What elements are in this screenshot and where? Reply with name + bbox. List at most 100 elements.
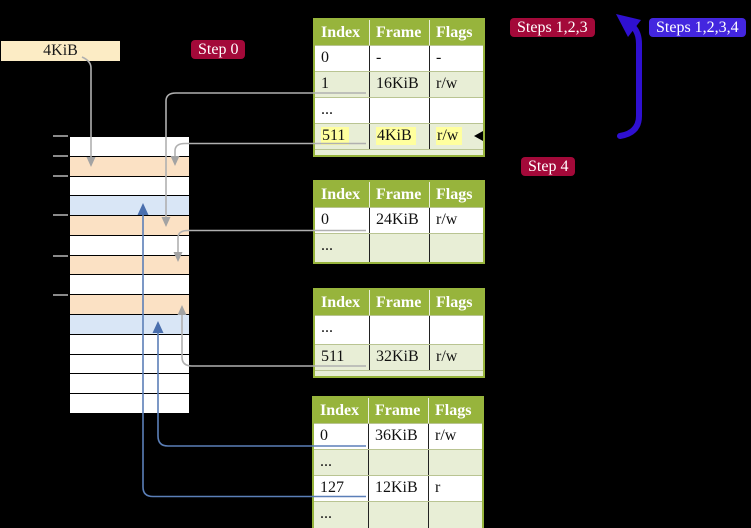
cell-index: ... xyxy=(315,316,370,344)
cell-frame xyxy=(369,502,429,528)
cell-flags xyxy=(429,502,482,528)
cell-flags: r/w xyxy=(436,348,458,365)
cell-flags: - xyxy=(436,49,442,66)
table-row: 511 32KiB r/w xyxy=(315,344,483,370)
cell-index: 0 xyxy=(315,46,370,71)
memory-tick xyxy=(53,135,68,137)
memory-frame-row-white xyxy=(70,176,189,197)
highlight: 511 xyxy=(321,127,350,145)
memory-frame-row-peach xyxy=(70,255,189,276)
col-header-flags: Flags xyxy=(436,24,473,41)
memory-frame-row-peach xyxy=(70,295,189,316)
cell-flags xyxy=(430,316,483,344)
memory-frame-row-white xyxy=(70,334,189,355)
cell-index: 127 xyxy=(314,476,369,501)
memory-frame-row-blue xyxy=(70,315,189,335)
cell-frame: 12KiB xyxy=(369,476,429,501)
cell-frame: 4KiB xyxy=(370,124,430,149)
cell-frame: 36KiB xyxy=(369,424,429,449)
table-header-row: Index Frame Flags xyxy=(315,290,483,315)
page-table-3: Index Frame Flags ... 511 32KiB r/w xyxy=(313,288,485,378)
cell-index: 1 xyxy=(315,72,370,97)
memory-frame-row-white xyxy=(70,394,189,413)
table-header-row: Index Frame Flags xyxy=(315,20,483,45)
memory-frame-row-white xyxy=(70,137,189,157)
page-table-1: Index Frame Flags 0 - - 1 16KiB r/w ... … xyxy=(313,18,485,157)
table-row: 1 16KiB r/w xyxy=(315,71,483,97)
cell-index: 511 xyxy=(315,345,370,370)
cell-frame xyxy=(370,234,430,262)
cell-flags: r/w xyxy=(435,427,457,444)
memory-frame-row-peach xyxy=(70,156,189,177)
frame-size-label: 4KiB xyxy=(1,41,120,61)
col-header-index: Index xyxy=(315,182,370,207)
col-header-flags: Flags xyxy=(436,294,473,311)
table-row: ... xyxy=(315,97,483,123)
page-table-4: Index Frame Flags 0 36KiB r/w ... 127 12… xyxy=(312,396,484,528)
memory-tick xyxy=(53,294,68,296)
badge-step-0: Step 0 xyxy=(191,40,246,59)
cell-index: ... xyxy=(314,450,369,475)
col-header-frame: Frame xyxy=(370,20,430,45)
cell-frame xyxy=(370,98,430,123)
table-row-highlighted: 511 4KiB r/w xyxy=(315,123,483,149)
table-header-row: Index Frame Flags xyxy=(315,182,483,207)
cell-frame xyxy=(370,316,430,344)
cell-flags xyxy=(429,450,482,475)
col-header-index: Index xyxy=(315,290,370,315)
cell-index: ... xyxy=(315,98,370,123)
badge-steps-1-2-3-4: Steps 1,2,3,4 xyxy=(649,18,746,37)
page-table-2: Index Frame Flags 0 24KiB r/w ... xyxy=(313,180,485,264)
arrowhead-up-left-icon xyxy=(616,14,641,37)
cell-index: ... xyxy=(315,234,370,262)
cell-frame: - xyxy=(370,46,430,71)
memory-frame-row-peach xyxy=(70,216,189,236)
table-header-row: Index Frame Flags xyxy=(314,398,482,423)
col-header-frame: Frame xyxy=(370,182,430,207)
table-row: ... xyxy=(314,501,482,528)
table-row: 0 36KiB r/w xyxy=(314,423,482,449)
cell-index: 511 xyxy=(315,124,370,149)
cell-frame: 32KiB xyxy=(370,345,430,370)
table-row: ... xyxy=(315,233,483,262)
highlight: r/w xyxy=(436,127,463,145)
cell-flags xyxy=(430,98,483,123)
table-row: ... xyxy=(315,315,483,344)
table-row: 127 12KiB r xyxy=(314,475,482,501)
cell-flags: r/w xyxy=(436,75,458,92)
cell-frame: 24KiB xyxy=(370,208,430,233)
memory-frame-row-white xyxy=(70,275,189,296)
highlight: 4KiB xyxy=(376,127,416,145)
col-header-index: Index xyxy=(314,398,369,423)
memory-frame-row-white xyxy=(70,354,189,375)
table-clipped-row xyxy=(315,149,483,155)
cell-flags: r/w xyxy=(436,211,458,228)
badge-steps-1-2-3: Steps 1,2,3 xyxy=(510,18,595,37)
memory-frame-row-white xyxy=(70,235,189,256)
table-row: 0 - - xyxy=(315,45,483,71)
cell-frame: 16KiB xyxy=(370,72,430,97)
col-header-index: Index xyxy=(315,20,370,45)
memory-tick xyxy=(53,255,68,257)
cell-flags: r xyxy=(435,479,441,496)
cell-flags: r/w xyxy=(430,124,483,149)
cell-index: ... xyxy=(314,502,369,528)
badge-step-4: Step 4 xyxy=(521,157,576,176)
col-header-flags: Flags xyxy=(436,186,473,203)
memory-strip xyxy=(69,136,190,414)
memory-frame-row-white xyxy=(70,374,189,395)
cell-index: 0 xyxy=(315,208,370,233)
memory-tick xyxy=(53,214,68,216)
col-header-frame: Frame xyxy=(370,290,430,315)
col-header-flags: Flags xyxy=(435,402,472,419)
memory-frame-row-blue xyxy=(70,196,189,217)
table-row: 0 24KiB r/w xyxy=(315,207,483,233)
memory-tick xyxy=(53,175,68,177)
steps-arrow xyxy=(617,22,642,139)
col-header-frame: Frame xyxy=(369,398,429,423)
cell-index: 0 xyxy=(314,424,369,449)
cell-flags xyxy=(430,234,483,262)
table-clipped-row xyxy=(315,370,483,376)
table-row: ... xyxy=(314,449,482,475)
